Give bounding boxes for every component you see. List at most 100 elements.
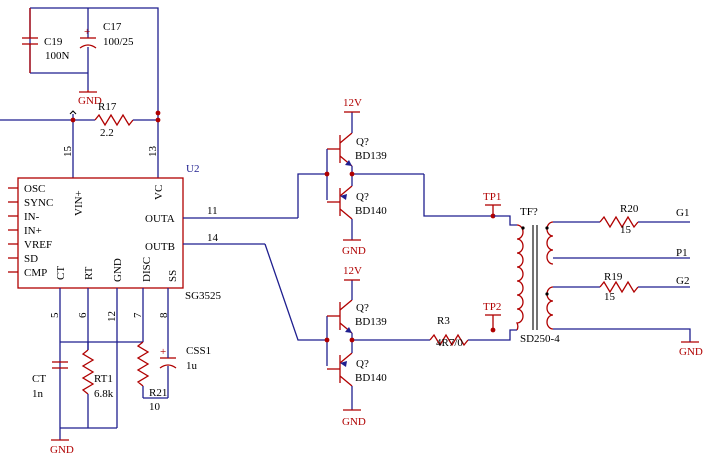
pin-label-outa: OUTA (145, 213, 175, 225)
pin-number-disc: 7 (132, 312, 144, 318)
rt1-ref: RT1 (94, 373, 113, 385)
resistor-rt1: RT1 6.8k (81, 349, 114, 428)
c19-ref: C19 (44, 36, 63, 48)
junction-c-top (155, 110, 161, 116)
r3-ref: R3 (437, 315, 450, 327)
pin-label-ct: CT (55, 266, 67, 280)
junction-base-upper (324, 171, 330, 177)
lower-pnp-ref: Q? (356, 358, 369, 370)
tp1-ref: TP1 (483, 191, 501, 203)
gnd-label-upper: GND (342, 245, 366, 257)
c19-value: 100N (45, 50, 70, 62)
transistor-pair-lower: Q? BD139 Q? BD140 (326, 280, 430, 410)
transistor-pair-upper: Q? BD139 Q? BD140 (326, 112, 494, 240)
junction-base-lower (324, 337, 330, 343)
tf-value: SD250-4 (520, 333, 560, 345)
pin-number-ct: 5 (49, 312, 61, 318)
ic-u2: U2 SG3525 OSC SYNC IN- IN+ VREF SD CMP V… (8, 163, 222, 302)
pin-label-sync: SYNC (24, 197, 53, 209)
r19-value: 15 (604, 291, 616, 303)
test-point-tp1: TP1 (483, 191, 501, 216)
capacitor-css1: + CSS1 1u (159, 342, 211, 398)
junction-emitter-lower (349, 337, 355, 343)
resistor-r21: R21 10 (136, 341, 168, 413)
lower-npn-part: BD139 (355, 316, 387, 328)
gnd-symbol-top: GND (78, 90, 102, 107)
gnd-symbol-upper: GND (342, 239, 366, 257)
junction-r17-right (155, 117, 161, 123)
upper-pnp-part: BD140 (355, 205, 387, 217)
c17-value: 100/25 (103, 36, 134, 48)
port-p1: P1 (676, 247, 688, 259)
capacitor-c17: + C17 100/25 (79, 21, 134, 49)
pin-number-outb: 14 (207, 232, 219, 244)
gnd-symbol-bottom-left: GND (50, 439, 74, 456)
vcc-label-upper: 12V (343, 97, 362, 109)
pin-number-rt: 6 (77, 312, 89, 318)
junction-tp1 (490, 213, 496, 219)
pin-label-disc: DISC (141, 257, 153, 282)
pin-label-rt: RT (83, 266, 95, 280)
pin-label-sd: SD (24, 253, 38, 265)
resistor-r17: R17 2.2 (0, 101, 158, 139)
rt1-value: 6.8k (94, 388, 114, 400)
pin-label-osc: OSC (24, 183, 45, 195)
r21-value: 10 (149, 401, 161, 413)
pin-label-ss: SS (167, 270, 179, 282)
upper-npn-part: BD139 (355, 150, 387, 162)
css1-value: 1u (186, 360, 198, 372)
r3-value: 4R7/0 (436, 337, 463, 349)
ct-ref: CT (32, 373, 46, 385)
gnd-symbol-lower: GND (342, 409, 366, 428)
lower-npn-ref: Q? (356, 302, 369, 314)
pin-label-cmp: CMP (24, 267, 47, 279)
upper-npn-ref: Q? (356, 136, 369, 148)
r20-value: 15 (620, 224, 632, 236)
gnd-label-right: GND (679, 346, 703, 358)
r21-ref: R21 (149, 387, 167, 399)
upper-pnp-ref: Q? (356, 191, 369, 203)
pin-label-in-plus: IN+ (24, 225, 42, 237)
junction-r17-left (70, 117, 76, 123)
pin-number-vin: 15 (62, 146, 74, 158)
pin-label-in-minus: IN- (24, 211, 40, 223)
pin-number-gnd: 12 (106, 311, 118, 322)
resistor-r20: R20 15 (599, 203, 690, 236)
pin-label-outb: OUTB (145, 241, 175, 253)
r19-ref: R19 (604, 271, 623, 283)
transformer-tf: TF? SD250-4 (515, 206, 560, 345)
pin-label-vc: VC (153, 185, 165, 200)
tf-ref: TF? (520, 206, 538, 218)
r17-ref: R17 (98, 101, 117, 113)
resistor-r3: R3 4R7/0 (429, 315, 494, 349)
css1-polarity: + (160, 346, 166, 358)
gnd-label-top: GND (78, 95, 102, 107)
capacitor-ct: CT 1n (32, 361, 68, 400)
capacitor-c19: C19 100N (22, 8, 70, 73)
ic-part: SG3525 (185, 290, 222, 302)
r20-ref: R20 (620, 203, 639, 215)
pin-label-gnd: GND (112, 258, 124, 282)
vcc-label-lower: 12V (343, 265, 362, 277)
css1-ref: CSS1 (186, 345, 211, 357)
pin-label-vin: VIN+ (73, 190, 85, 216)
lower-pnp-part: BD140 (355, 372, 387, 384)
c17-ref: C17 (103, 21, 122, 33)
vcc-symbol-lower: 12V (343, 265, 362, 281)
tp2-ref: TP2 (483, 301, 501, 313)
ct-value: 1n (32, 388, 44, 400)
resistor-r19: R19 15 (599, 271, 690, 303)
junction-tp2 (490, 327, 496, 333)
gnd-label-bottom-left: GND (50, 444, 74, 456)
ic-ref: U2 (186, 163, 199, 175)
vcc-symbol-upper: 12V (343, 97, 362, 113)
port-g2: G2 (676, 275, 689, 287)
pin-number-outa: 11 (207, 205, 218, 217)
port-g1: G1 (676, 207, 689, 219)
pin-number-vc: 13 (147, 146, 159, 158)
junction-emitter-upper (349, 171, 355, 177)
pin-label-vref: VREF (24, 239, 52, 251)
gnd-label-lower: GND (342, 416, 366, 428)
r17-value: 2.2 (100, 127, 114, 139)
c17-polarity: + (84, 26, 90, 38)
